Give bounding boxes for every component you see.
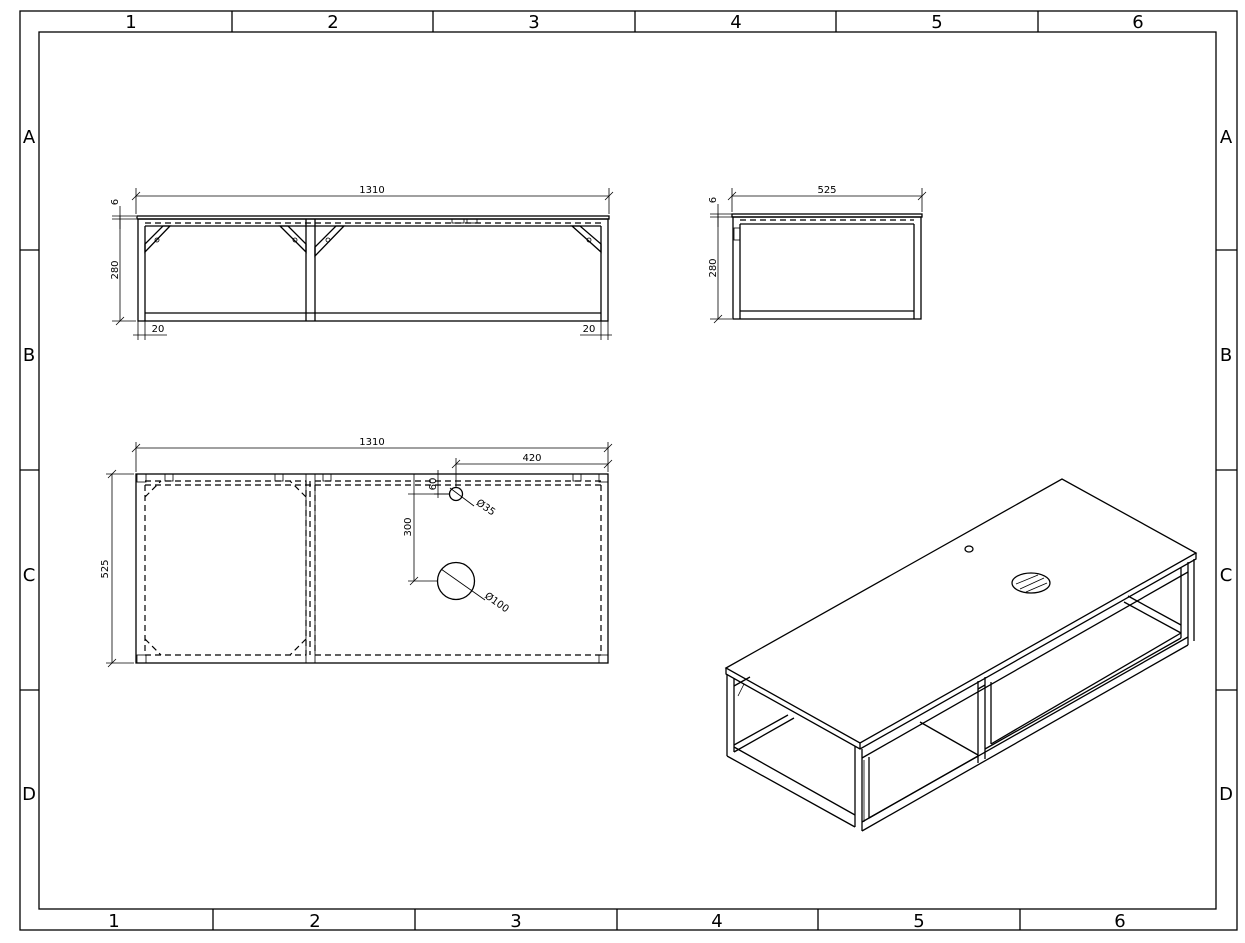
zone-col-6-bottom: 6	[1114, 911, 1125, 932]
zone-col-5-top: 5	[931, 12, 942, 33]
top-width-dim: 1310	[359, 437, 384, 448]
zone-row-d-left: D	[22, 784, 36, 805]
top-hidden-frame-right	[314, 480, 602, 656]
top-hidden-frame-left	[144, 480, 307, 656]
zone-col-2-bottom: 2	[309, 911, 320, 932]
side-height-dim: 280	[708, 258, 719, 277]
zone-col-4-top: 4	[730, 12, 741, 33]
front-left-leg-dim: 20	[152, 324, 165, 335]
top-tap-diameter-label: Ø35	[474, 497, 498, 519]
top-view: 1310 420 525 60 300 Ø35 Ø100	[100, 437, 613, 668]
side-top-thickness-dim: 6	[708, 197, 719, 203]
zone-row-b-left: B	[23, 345, 35, 366]
iso-tap-hole	[964, 545, 974, 553]
zone-col-1-top: 1	[125, 12, 136, 33]
side-view: 525 6 280	[708, 185, 927, 324]
top-tap-edge-dim: 60	[428, 478, 439, 491]
zone-col-3-top: 3	[528, 12, 539, 33]
outer-border	[19, 10, 1238, 931]
zone-col-4-bottom: 4	[711, 911, 722, 932]
zone-col-6-top: 6	[1132, 12, 1143, 33]
top-outline	[135, 473, 609, 664]
front-width-dim: 1310	[359, 185, 384, 196]
front-top-thickness-dim: 6	[110, 199, 121, 205]
top-drain-hole	[436, 561, 476, 601]
zone-row-b-right: B	[1220, 345, 1232, 366]
front-right-leg-dim: 20	[583, 324, 596, 335]
side-depth-dim: 525	[817, 185, 836, 196]
side-frame-outer	[732, 216, 922, 320]
zone-row-c-left: C	[23, 565, 36, 586]
top-drain-diameter-label: Ø100	[482, 590, 511, 615]
front-frame-outer	[137, 218, 609, 322]
top-drain-offset-dim: 300	[403, 517, 414, 536]
iso-drain-hole	[1011, 572, 1051, 594]
zone-row-c-right: C	[1220, 565, 1233, 586]
sheet-frame: 1 2 3 4 5 6 1 2 3 4 5 6 A B C D A B C D	[19, 10, 1238, 932]
zone-col-2-top: 2	[327, 12, 338, 33]
front-view: 1310 6 280 20 20	[110, 185, 614, 340]
zone-col-5-bottom: 5	[913, 911, 924, 932]
front-bracket-center-right	[314, 225, 346, 258]
inner-border	[38, 31, 1217, 910]
zone-col-1-bottom: 1	[108, 911, 119, 932]
zone-col-3-bottom: 3	[510, 911, 521, 932]
front-bracket-right	[570, 225, 602, 254]
zone-row-d-right: D	[1219, 784, 1233, 805]
isometric-view	[724, 478, 1198, 832]
front-bracket-center-left	[278, 225, 307, 254]
zone-row-a-right: A	[1220, 127, 1233, 148]
top-tap-offset-dim: 420	[522, 453, 541, 464]
front-height-dim: 280	[110, 260, 121, 279]
zone-row-a-left: A	[23, 127, 36, 148]
top-depth-dim: 525	[100, 559, 111, 578]
iso-countertop	[724, 478, 1198, 744]
front-bracket-left	[144, 225, 172, 254]
